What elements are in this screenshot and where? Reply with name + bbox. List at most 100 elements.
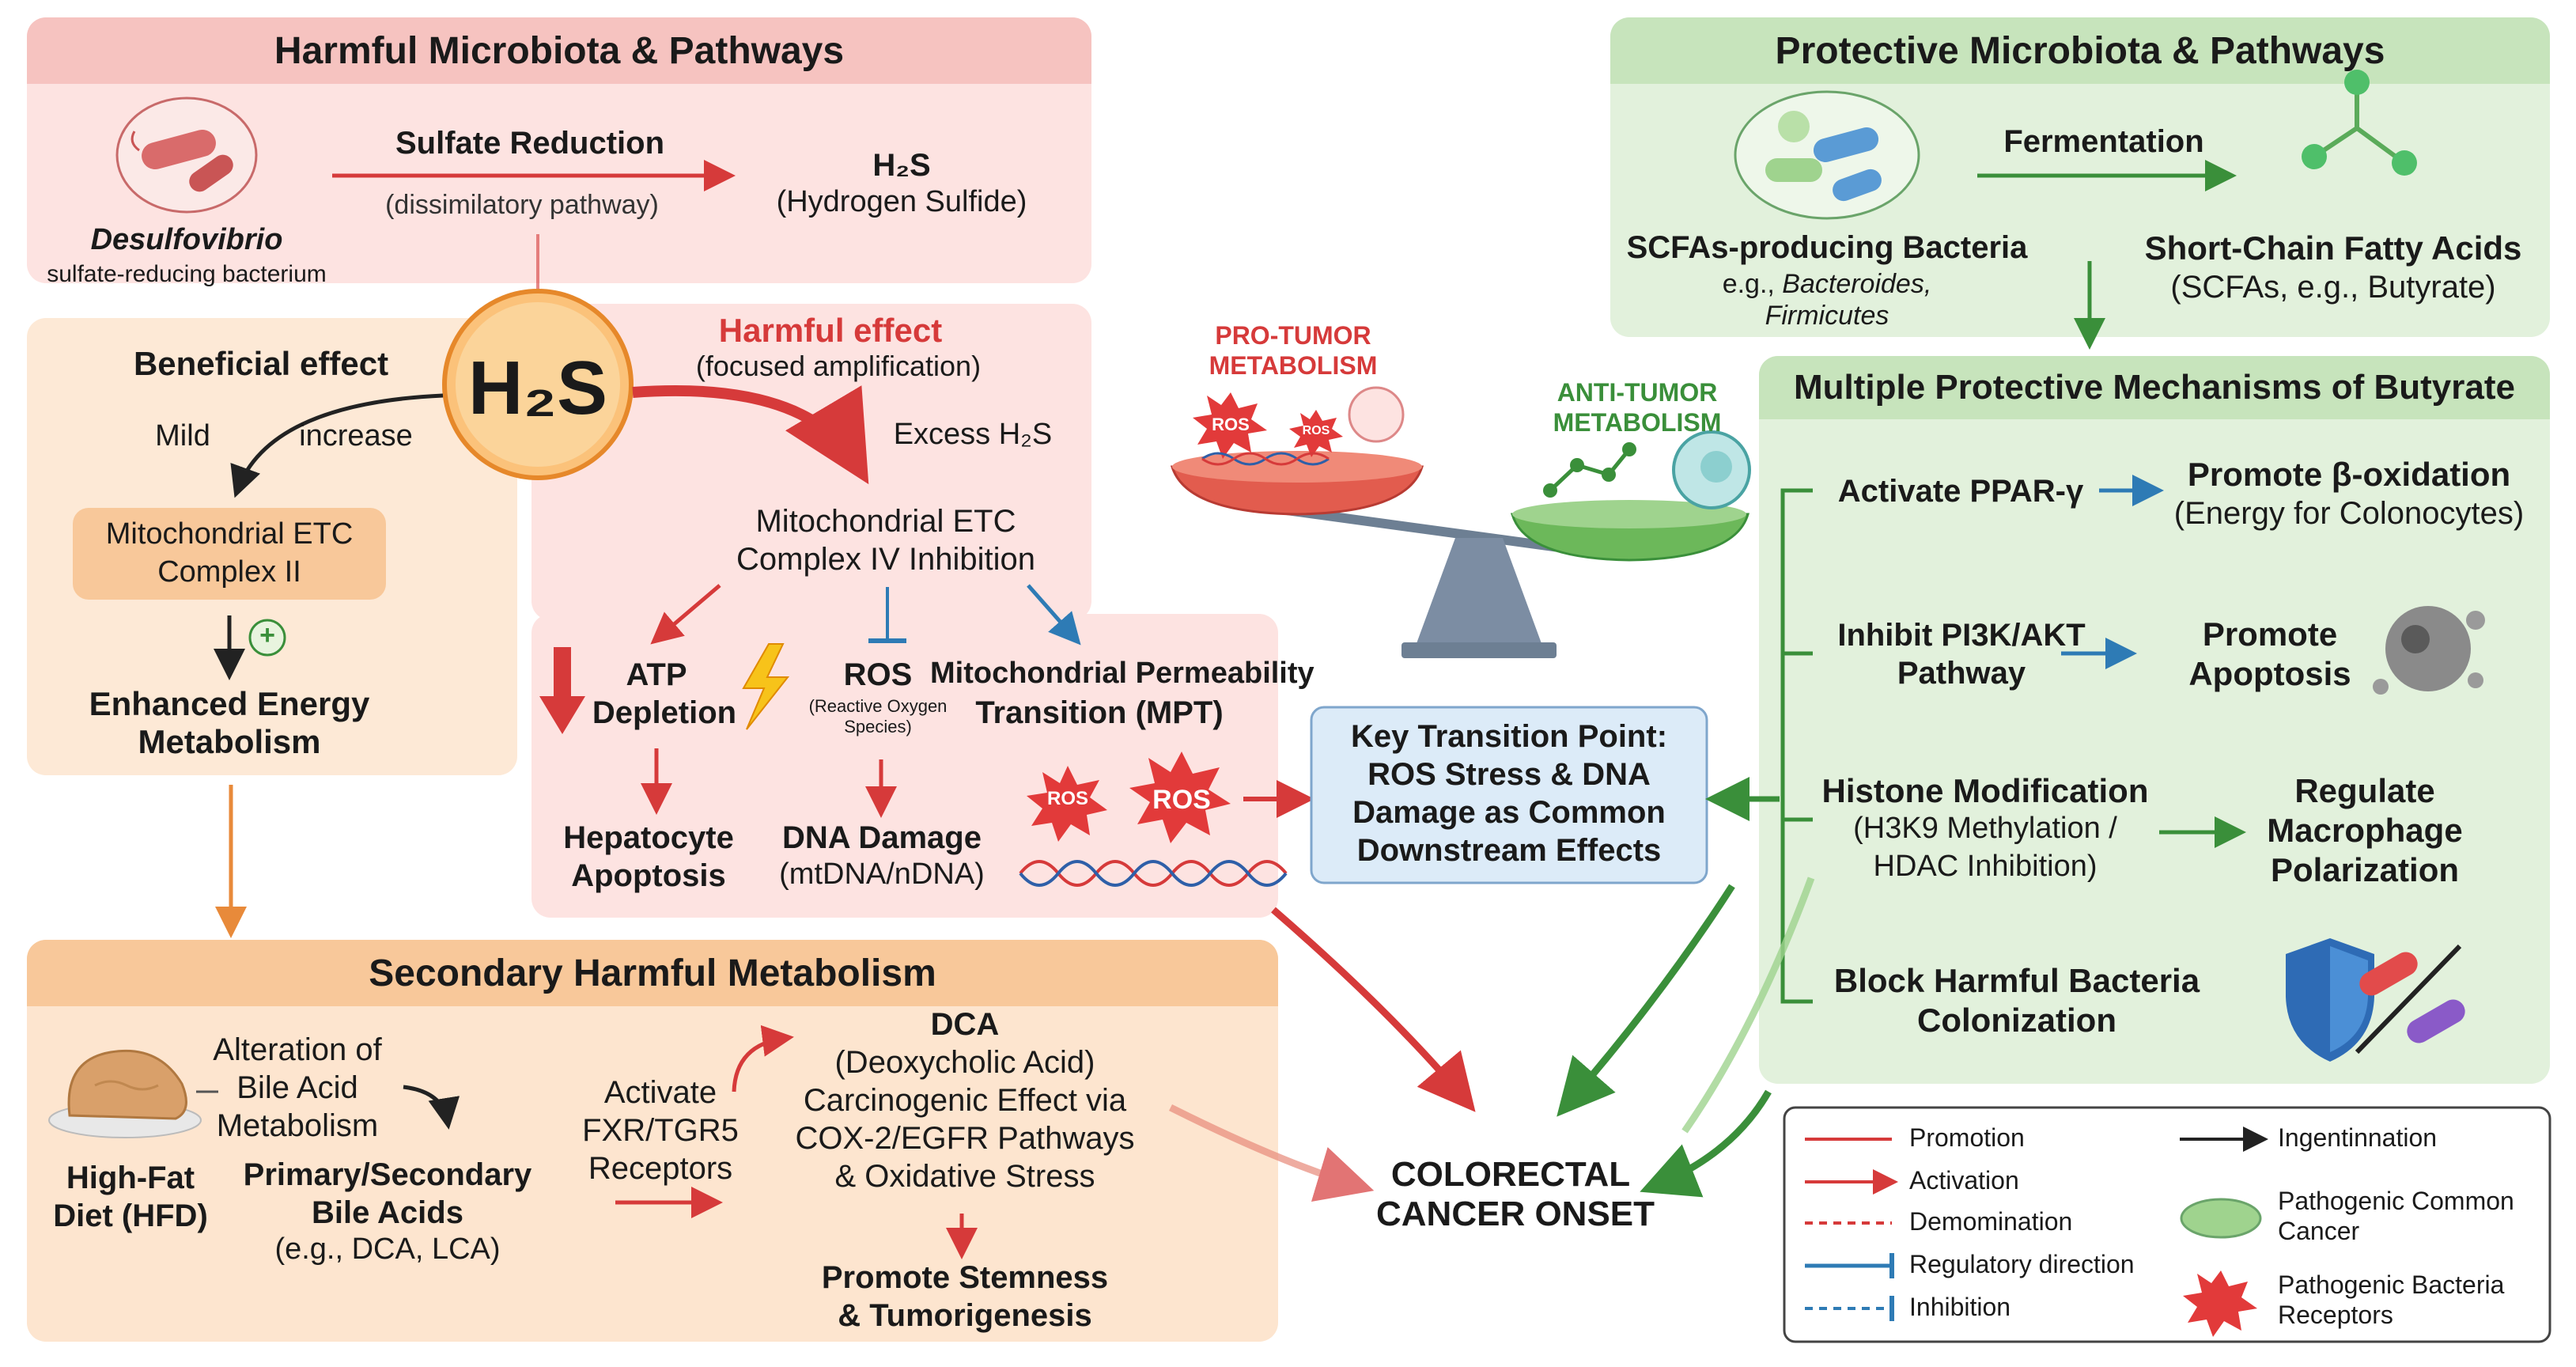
h2s-center-label: H₂S <box>467 346 607 430</box>
activate-line3: Receptors <box>588 1151 733 1186</box>
scfa-bacteria-examples: e.g., Bacteroides, <box>1722 269 1932 299</box>
sulfate-reduction-label: Sulfate Reduction <box>395 126 665 161</box>
hepatocyte-line1: Hepatocyte <box>563 820 734 855</box>
energy-line2: Metabolism <box>138 723 321 760</box>
legend-green-cell-icon <box>2180 1198 2262 1239</box>
harmful-effect-title: Harmful effect <box>718 312 943 349</box>
alt-line1: Alteration of <box>213 1032 382 1067</box>
desulfovibrio-label: Desulfovibrio <box>90 223 283 256</box>
crc-line1: COLORECTAL <box>1390 1155 1631 1194</box>
apoptosis-line1: Promote <box>2202 615 2338 653</box>
secondary-panel-title: Secondary Harmful Metabolism <box>27 940 1278 1006</box>
legend-regulatory: Regulatory direction <box>1909 1250 2135 1278</box>
histone-line1: Histone Modification <box>1821 772 2149 809</box>
balance-ros-b: ROS <box>1302 424 1330 437</box>
etc4-line1: Mitochondrial ETC <box>755 504 1016 539</box>
key-line4: Downstream Effects <box>1356 833 1662 868</box>
desulfovibrio-desc: sulfate-reducing bacterium <box>47 261 327 287</box>
anti-tumor-line2: METABOLISM <box>1553 408 1722 437</box>
ros-burst-label-a: ROS <box>1046 788 1088 809</box>
balance-ros-burst-icon <box>1193 392 1343 459</box>
apoptotic-cell-icon <box>2373 606 2485 695</box>
legend-box <box>1783 1106 2551 1343</box>
scfa-molecule-icon <box>2302 70 2417 176</box>
mild-increase-arrow <box>230 393 444 498</box>
hfd-line2: Diet (HFD) <box>53 1198 208 1233</box>
hydrogen-sulfide-label: (Hydrogen Sulfide) <box>776 185 1027 218</box>
legend-pathogenic-common-2: Cancer <box>2278 1217 2360 1245</box>
mpt-line2: Transition (MPT) <box>975 695 1224 730</box>
ros-burst-icon <box>1027 752 1231 843</box>
excess-h2s-label: Excess H₂S <box>893 418 1053 451</box>
legend-demomination: Demomination <box>1909 1207 2073 1236</box>
butyrate-panel-title: Multiple Protective Mechanisms of Butyra… <box>1759 356 2550 419</box>
psba-line3: (e.g., DCA, LCA) <box>274 1233 501 1266</box>
dna-damage-line2: (mtDNA/nDNA) <box>779 858 985 891</box>
legend-red-burst-icon <box>2183 1270 2257 1337</box>
hfd-line1: High-Fat <box>66 1161 195 1195</box>
h2s-product-label: H₂S <box>872 148 931 183</box>
legend-promotion: Promotion <box>1909 1123 2025 1152</box>
hepatocyte-line2: Apoptosis <box>571 858 726 893</box>
etc2-line2: Complex II <box>157 555 301 589</box>
dissimilatory-label: (dissimilatory pathway) <box>385 190 659 220</box>
histone-line2: (H3K9 Methylation / <box>1853 812 2117 845</box>
protective-panel-title: Protective Microbiota & Pathways <box>1610 17 2550 84</box>
atp-line1: ATP <box>626 657 687 692</box>
scfa-bacteria-examples-2: Firmicutes <box>1765 301 1889 331</box>
mild-label: Mild <box>155 419 210 453</box>
key-line2: ROS Stress & DNA <box>1367 757 1651 792</box>
anti-tumor-line1: ANTI-TUMOR <box>1557 378 1718 407</box>
histone-line3: HDAC Inhibition) <box>1873 850 2097 883</box>
dca-line2: (Deoxycholic Acid) <box>834 1045 1095 1080</box>
balance-ros-a: ROS <box>1212 415 1250 434</box>
blocked-bacteria-icon <box>2355 944 2465 1055</box>
pro-tumor-line2: METABOLISM <box>1209 351 1378 380</box>
stemness-line2: & Tumorigenesis <box>838 1298 1092 1333</box>
activate-line2: FXR/TGR5 <box>582 1113 739 1148</box>
macrophage-line3: Polarization <box>2270 851 2460 888</box>
key-line1: Key Transition Point: <box>1350 719 1668 754</box>
atp-down-icon <box>539 647 585 734</box>
legend-pathogenic-bacteria-2: Receptors <box>2278 1301 2393 1329</box>
plus-circle-icon <box>248 619 286 657</box>
harmful-effect-subtitle: (focused amplification) <box>695 350 982 382</box>
etc2-box <box>73 508 386 600</box>
apoptosis-line2: Apoptosis <box>2188 655 2351 692</box>
pro-tumor-line1: PRO-TUMOR <box>1215 321 1371 350</box>
harmful-amplification-arrow <box>632 385 869 485</box>
etc2-line1: Mitochondrial ETC <box>105 517 354 551</box>
ros-sub-line2: Species) <box>844 717 912 737</box>
legend-pathogenic-common-1: Pathogenic Common <box>2278 1187 2514 1215</box>
legend-activation: Activation <box>1909 1166 2019 1195</box>
increase-label: increase <box>299 419 413 453</box>
psba-line1: Primary/Secondary <box>243 1157 532 1192</box>
beta-oxidation-line2: (Energy for Colonocytes) <box>2173 496 2525 531</box>
dca-line5: & Oxidative Stress <box>834 1159 1095 1194</box>
pi3k-line1: Inhibit PI3K/AKT <box>1837 618 2086 653</box>
harmful-panel-title: Harmful Microbiota & Pathways <box>27 17 1091 84</box>
alt-line2: Bile Acid <box>236 1070 358 1105</box>
macrophage-line1: Regulate <box>2294 772 2435 809</box>
energy-line1: Enhanced Energy <box>89 685 370 722</box>
pi3k-line2: Pathway <box>1897 656 2026 691</box>
dna-damage-line1: DNA Damage <box>782 820 982 855</box>
activate-line1: Activate <box>603 1075 717 1110</box>
dca-line4: COX-2/EGFR Pathways <box>795 1121 1135 1156</box>
beneficial-effect-title: Beneficial effect <box>133 345 389 382</box>
key-line3: Damage as Common <box>1352 795 1666 830</box>
scfa-bacteria-icon <box>1734 90 1920 220</box>
legend-pathogenic-bacteria-1: Pathogenic Bacteria <box>2278 1270 2505 1299</box>
mpt-line1: Mitochondrial Permeability <box>930 657 1314 690</box>
block-line2: Colonization <box>1917 1002 2116 1039</box>
scfa-line2: (SCFAs, e.g., Butyrate) <box>2170 270 2496 305</box>
crc-line2: CANCER ONSET <box>1376 1195 1655 1233</box>
hfd-food-icon <box>48 1049 202 1138</box>
ppar-label: Activate PPAR-γ <box>1837 474 2084 509</box>
stemness-line1: Promote Stemness <box>821 1260 1109 1295</box>
balance-scale-icon <box>1170 386 1751 658</box>
macrophage-line2: Macrophage <box>2267 812 2463 849</box>
ros-label: ROS <box>843 657 913 692</box>
etc4-line2: Complex IV Inhibition <box>736 542 1035 577</box>
